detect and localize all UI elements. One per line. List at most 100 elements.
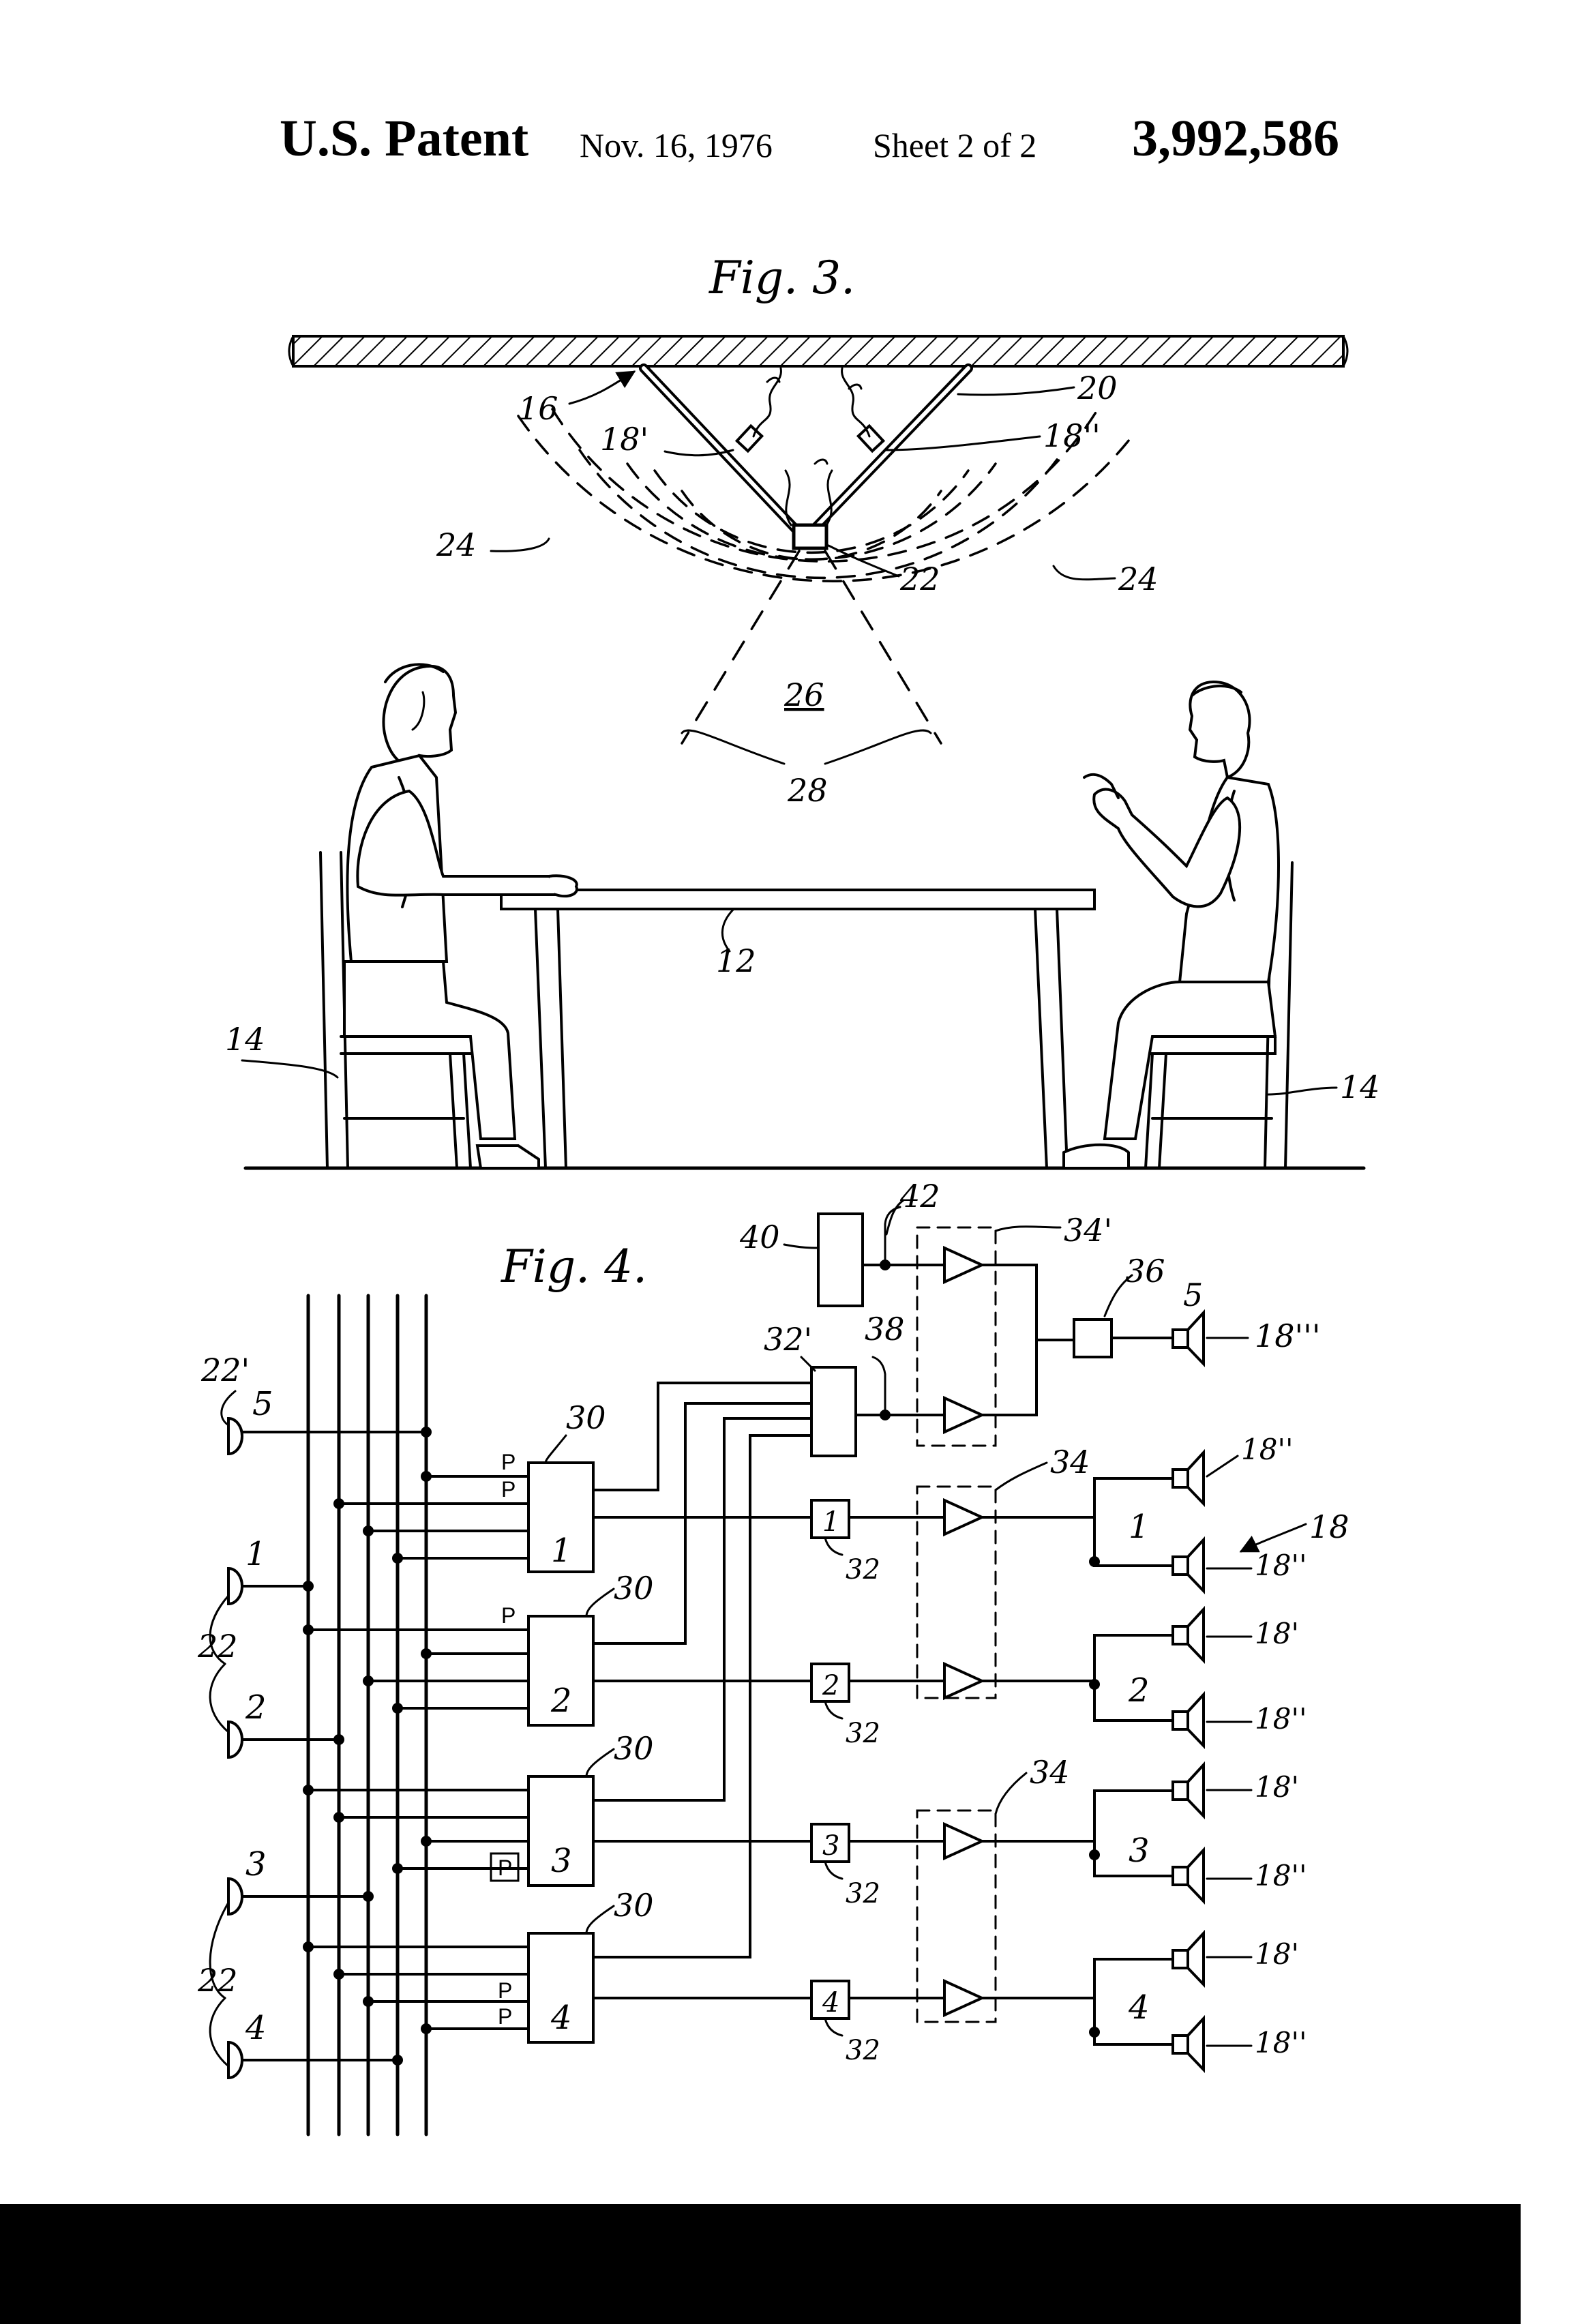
table-12 — [501, 890, 1094, 1168]
junction-dots — [303, 1260, 1100, 2066]
speaker-group-number-1: 1 — [1129, 1508, 1150, 1546]
amplifiers — [944, 1248, 982, 2015]
label-34-prime: 34' — [1064, 1212, 1112, 1249]
label-24-right: 24 — [1118, 561, 1159, 597]
label-30-d: 30 — [614, 1887, 654, 1924]
figure-3: Fig. 3. — [225, 252, 1380, 1168]
speaker-group-1 — [1173, 1452, 1204, 1591]
amplifier-groups-34 — [917, 1227, 996, 2022]
speaker-label-1a: 18'' — [1241, 1433, 1294, 1466]
p-mark-3: P — [501, 1603, 516, 1628]
gate-ref-3: 32 — [846, 1878, 880, 1909]
label-26: 26 — [783, 676, 824, 713]
label-18-triple-prime: 18''' — [1255, 1317, 1320, 1354]
gate-ref-2: 32 — [846, 1718, 880, 1749]
p-mark-5: P — [498, 1978, 512, 2003]
label-18-double-prime: 18'' — [1043, 417, 1101, 454]
label-24-left: 24 — [436, 526, 477, 563]
label-30-a: 30 — [566, 1399, 606, 1436]
mic-number-3: 3 — [245, 1845, 267, 1883]
figure-4: Fig. 4. — [197, 1178, 1349, 2134]
mic-number-1: 1 — [245, 1535, 267, 1573]
gate-number-4: 4 — [822, 1987, 839, 2018]
speaker-label-3a: 18' — [1255, 1770, 1299, 1804]
mic-1 — [228, 1568, 242, 1604]
speaker-group-number-4: 4 — [1128, 1988, 1150, 2027]
bus-lines — [308, 1296, 426, 2134]
label-30-b: 30 — [614, 1570, 654, 1607]
label-16: 16 — [518, 390, 558, 427]
speaker-18-prime — [737, 426, 762, 451]
mic-4 — [228, 2042, 242, 2078]
label-42: 42 — [899, 1178, 940, 1215]
label-14-left: 14 — [225, 1021, 265, 1058]
speaker-group-number-3: 3 — [1129, 1832, 1150, 1870]
speaker-group-number-2: 2 — [1128, 1671, 1150, 1710]
label-22-prime: 22' — [200, 1352, 250, 1388]
speaker-label-4a: 18' — [1255, 1937, 1299, 1971]
mic-number-4: 4 — [245, 2009, 267, 2047]
p-mark-4: P — [498, 1856, 512, 1880]
mic-3 — [228, 1879, 242, 1914]
speaker-18-triple-prime — [1173, 1313, 1204, 1364]
mic-2 — [228, 1722, 242, 1757]
p-mark-6: P — [498, 2004, 512, 2029]
label-12: 12 — [716, 942, 756, 979]
speaker-group-4 — [1173, 1933, 1204, 2070]
speaker-label-3b: 18'' — [1255, 1859, 1307, 1892]
ceiling — [289, 336, 1347, 366]
mic-number-2: 2 — [245, 1688, 267, 1727]
label-34-b: 34 — [1030, 1754, 1070, 1791]
speaker-18-double-prime — [859, 426, 884, 451]
label-20: 20 — [1077, 370, 1118, 406]
label-5-output: 5 — [1183, 1277, 1203, 1313]
ceiling-speaker-housing — [644, 368, 968, 548]
gate-number-2: 2 — [822, 1670, 839, 1701]
speaker-label-4b: 18'' — [1255, 2026, 1307, 2059]
gate-ref-4: 32 — [846, 2035, 880, 2066]
label-28: 28 — [787, 772, 828, 809]
microphone-22 — [794, 525, 826, 548]
speaker-label-2a: 18' — [1255, 1617, 1299, 1650]
gate-32-prime — [811, 1357, 944, 1456]
fig4-leader-lines — [210, 1200, 1306, 2066]
label-32-prime: 32' — [764, 1321, 812, 1358]
label-40: 40 — [739, 1219, 780, 1255]
label-22-b: 22 — [197, 1962, 238, 1999]
scan-border-band — [0, 2204, 1521, 2324]
mic-5 — [228, 1418, 242, 1454]
gate-number-3: 3 — [822, 1830, 839, 1862]
p-marks: P P P P P P — [498, 1450, 516, 2029]
p-mark-1: P — [501, 1450, 516, 1474]
mic-number-5: 5 — [252, 1385, 273, 1423]
mixer-number-3: 3 — [551, 1842, 572, 1880]
label-30-c: 30 — [614, 1730, 654, 1767]
speakers-18 — [1173, 1313, 1204, 2070]
gate-ref-1: 32 — [846, 1554, 880, 1585]
gate-number-1: 1 — [822, 1506, 839, 1538]
fig4-title: Fig. 4. — [501, 1240, 647, 1293]
control-unit-40 — [818, 1207, 944, 1306]
label-22-a: 22 — [197, 1628, 238, 1665]
fig3-title: Fig. 3. — [708, 252, 855, 304]
p-mark-2: P — [501, 1477, 516, 1502]
label-18-group: 18 — [1309, 1508, 1349, 1545]
mixer-input-lines — [308, 1476, 528, 2029]
mixer-number-2: 2 — [550, 1682, 572, 1720]
label-22: 22 — [899, 561, 940, 597]
speaker-label-2b: 18'' — [1255, 1702, 1307, 1735]
label-36: 36 — [1125, 1253, 1165, 1290]
label-18-prime: 18' — [600, 421, 648, 458]
label-38: 38 — [865, 1311, 905, 1347]
speaker-label-1b: 18'' — [1255, 1549, 1307, 1582]
label-34-a: 34 — [1050, 1444, 1090, 1480]
speaker-group-3 — [1173, 1765, 1204, 1901]
person-right — [1064, 682, 1279, 1168]
label-14-right: 14 — [1340, 1069, 1380, 1105]
mixer-number-4: 4 — [550, 1999, 572, 2037]
mixer-number-1: 1 — [551, 1532, 572, 1570]
speaker-group-2 — [1173, 1609, 1204, 1746]
fig4-numbers: 5 1 2 3 4 1 2 3 4 1 2 3 4 32 32 32 32 1 … — [245, 1385, 1150, 2066]
speaker-wiring — [982, 1478, 1173, 2044]
